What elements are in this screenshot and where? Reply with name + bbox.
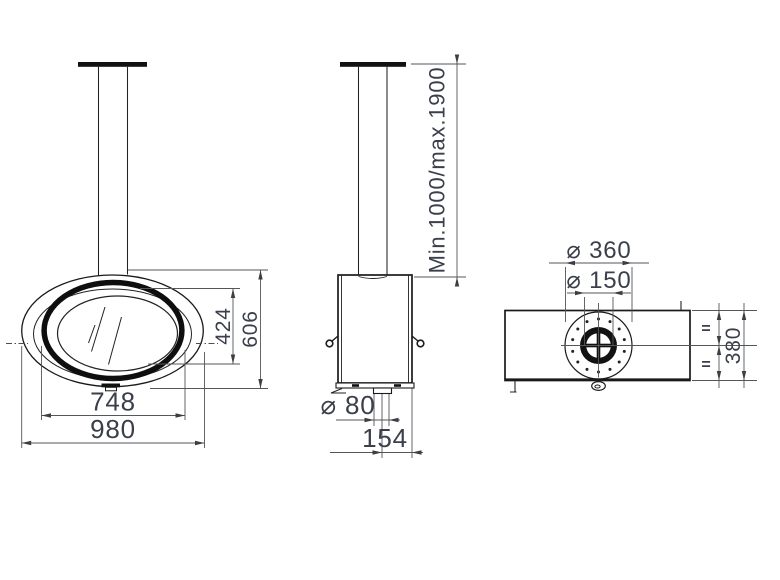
front-glass-pane bbox=[56, 295, 179, 372]
side-right-knob bbox=[411, 335, 425, 348]
dim-top-flue-diameter: ⌀ 150 bbox=[566, 267, 631, 346]
side-bottom-band bbox=[335, 382, 415, 389]
side-left-knob bbox=[325, 335, 339, 348]
dim-label-dia-360: ⌀ 360 bbox=[566, 237, 631, 264]
equal-mark-upper: = bbox=[701, 321, 710, 338]
dim-label-424: 424 bbox=[212, 307, 235, 344]
dim-front-overall-width: 980 bbox=[21, 346, 205, 448]
side-view: Min.1000/max.1900 ⌀ 80 154 bbox=[321, 54, 466, 458]
front-suspension-pipe bbox=[97, 66, 129, 276]
side-flue-outlet bbox=[372, 387, 393, 395]
dim-top-plate-diameter: ⌀ 360 bbox=[549, 237, 649, 322]
dim-label-748: 748 bbox=[90, 387, 136, 417]
front-fire-bowl-rim bbox=[41, 279, 185, 382]
dim-side-suspension-range: Min.1000/max.1900 bbox=[411, 54, 466, 287]
dim-side-outlet-diameter: ⌀ 80 bbox=[321, 390, 400, 426]
side-body bbox=[337, 274, 413, 384]
front-view: 748 980 424 606 bbox=[6, 62, 268, 448]
dim-label-dia-150: ⌀ 150 bbox=[566, 267, 631, 294]
dim-label-dia-80: ⌀ 80 bbox=[321, 390, 376, 420]
dim-label-380: 380 bbox=[722, 327, 745, 364]
side-bottom-slot-right bbox=[394, 384, 401, 387]
dim-label-980: 980 bbox=[90, 414, 136, 444]
front-bottom-outlet bbox=[101, 383, 120, 388]
front-oval-outer-edge bbox=[21, 274, 204, 388]
front-ceiling-plate bbox=[78, 62, 147, 67]
side-suspension-pipe bbox=[357, 66, 388, 275]
side-pipe-collar bbox=[358, 276, 388, 279]
equal-mark-lower: = bbox=[701, 357, 710, 374]
dim-side-outlet-offset: 154 bbox=[330, 388, 423, 458]
side-body-edge-lines bbox=[341, 275, 409, 383]
side-mounting-foot bbox=[330, 387, 346, 394]
side-bottom-slot-left bbox=[352, 384, 359, 387]
dim-label-154: 154 bbox=[362, 423, 408, 453]
dim-front-opening-height: 424 bbox=[140, 288, 240, 365]
dim-front-overall-height: 606 bbox=[128, 269, 268, 389]
side-ceiling-plate bbox=[340, 62, 406, 67]
front-bottom-outlet-lip bbox=[105, 386, 117, 392]
glass-reflection-lines bbox=[88, 306, 122, 365]
dim-label-suspension-range: Min.1000/max.1900 bbox=[425, 67, 450, 274]
dim-label-606: 606 bbox=[239, 310, 262, 347]
top-bottom-knob bbox=[591, 381, 606, 392]
dim-front-opening-width: 748 bbox=[41, 346, 186, 420]
top-view: ⌀ 360 ⌀ 150 = = 380 bbox=[504, 237, 757, 393]
dim-top-depth: = = 380 bbox=[692, 303, 757, 388]
top-left-tab bbox=[510, 380, 517, 393]
